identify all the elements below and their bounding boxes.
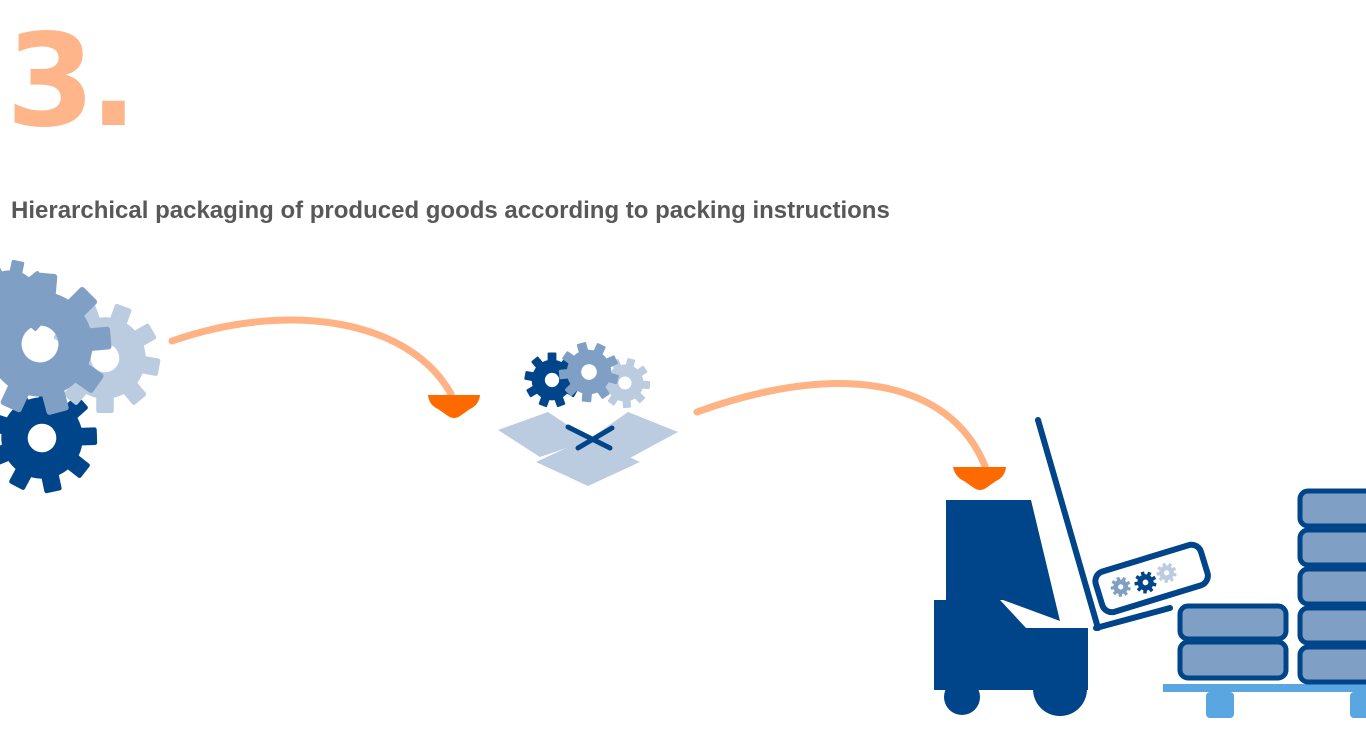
forklift-icon	[934, 417, 1173, 716]
packed-crate-icon	[1092, 541, 1211, 616]
open-box-with-gears-icon	[498, 331, 678, 486]
small-gears-icon	[524, 331, 656, 414]
curved-arrow-icon	[168, 316, 480, 418]
step-number: 3.	[6, 7, 138, 156]
box-icon	[498, 412, 678, 486]
gears-icon	[0, 252, 177, 500]
stacked-pallet-icon	[1163, 488, 1366, 718]
curved-arrow-icon	[693, 380, 1006, 490]
caption: Hierarchical packaging of produced goods…	[11, 197, 890, 224]
